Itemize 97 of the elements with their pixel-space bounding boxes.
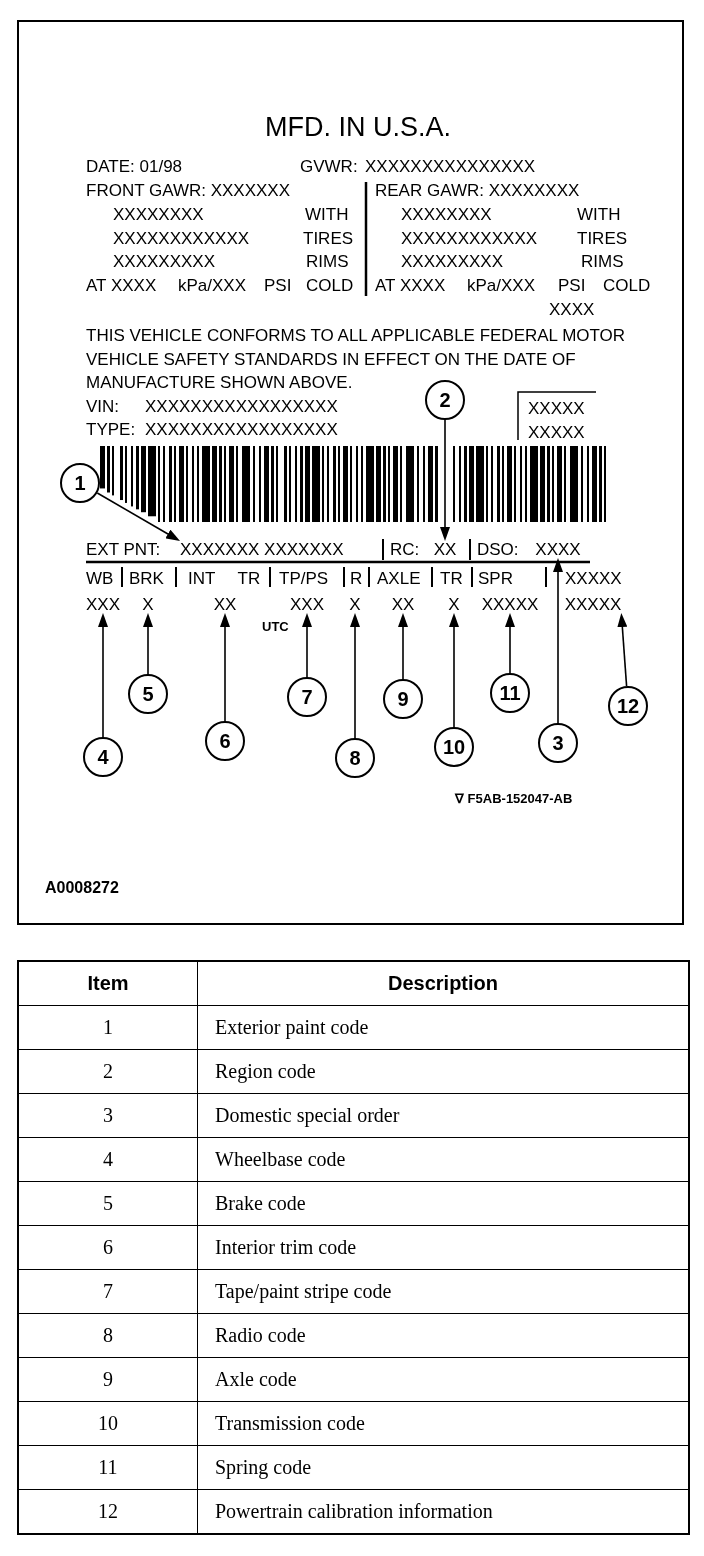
- callout-number: 1: [60, 463, 100, 503]
- callout-number: 11: [490, 673, 530, 713]
- item-number: 9: [18, 1357, 198, 1402]
- item-number: 5: [18, 1181, 198, 1226]
- callout-number: 7: [287, 677, 327, 717]
- callout-number: 8: [335, 738, 375, 778]
- placeholder-value: XXXXXXXXXXXXXXXXX: [145, 421, 338, 438]
- leader-arrow: [302, 613, 312, 678]
- field-label: REAR GAWR: XXXXXXXX: [375, 182, 580, 199]
- leader-arrow: [143, 613, 153, 675]
- code-value: XXXXXXX XXXXXXX: [180, 541, 344, 558]
- field-label: COLD: [603, 277, 651, 294]
- unit-label: PSI: [558, 277, 586, 294]
- placeholder-value: XXXXXXXXX: [401, 253, 504, 270]
- code-value: X: [448, 596, 460, 613]
- placeholder-value: XXXXX: [528, 400, 585, 417]
- callout-number: 5: [128, 674, 168, 714]
- leader-arrow: [505, 613, 515, 674]
- item-number: 10: [18, 1401, 198, 1446]
- leader-arrow: [220, 613, 230, 722]
- column-header: Item: [18, 961, 198, 1006]
- code-value: XXX: [290, 596, 324, 613]
- field-label: GVWR:: [300, 158, 358, 175]
- figure-id: A0008272: [45, 880, 119, 896]
- item-number: 11: [18, 1445, 198, 1490]
- field-label: TIRES: [303, 230, 354, 247]
- column-header: XXXXX: [565, 570, 622, 587]
- field-label: WITH: [305, 206, 349, 223]
- code-value: XX: [391, 596, 415, 613]
- label-heading: MFD. IN U.S.A.: [265, 114, 451, 141]
- code-value: XX: [213, 596, 237, 613]
- callout-number: 6: [205, 721, 245, 761]
- item-number: 7: [18, 1269, 198, 1314]
- item-number: 3: [18, 1093, 198, 1138]
- field-label: COLD: [306, 277, 354, 294]
- leader-arrow: [449, 613, 459, 728]
- column-header: BRK: [129, 570, 164, 587]
- column-header: TP/PS: [279, 570, 329, 587]
- column-header: WB: [86, 570, 114, 587]
- placeholder-value: XXXXXXXXXXXXXXX: [365, 158, 536, 175]
- column-header: TR: [440, 570, 463, 587]
- field-label: RC:: [390, 541, 420, 558]
- field-label: AT XXXX: [86, 277, 157, 294]
- placeholder-value: XXXXX: [528, 424, 585, 441]
- leader-arrow: [617, 613, 628, 687]
- leader-arrow: [96, 492, 180, 541]
- item-number: 2: [18, 1049, 198, 1094]
- item-number: 6: [18, 1225, 198, 1270]
- leader-arrow: [440, 419, 450, 541]
- field-label: TIRES: [577, 230, 628, 247]
- callout-number: 9: [383, 679, 423, 719]
- placeholder-value: XXXXXXXXXXXX: [113, 230, 250, 247]
- field-label: FRONT GAWR: XXXXXXX: [86, 182, 291, 199]
- leader-arrow: [98, 613, 108, 738]
- field-label: UTC: [262, 620, 289, 633]
- code-value: XXX: [86, 596, 120, 613]
- placeholder-value: XXXXXXXXXXXXXXXXX: [145, 398, 338, 415]
- field-label: RIMS: [306, 253, 349, 270]
- column-header: AXLE: [377, 570, 421, 587]
- leader-arrow: [553, 558, 563, 724]
- placeholder-value: XXXXXXXXXXXX: [401, 230, 538, 247]
- code-value: X: [142, 596, 154, 613]
- placeholder-value: XXXXXXXXX: [113, 253, 216, 270]
- field-label: RIMS: [581, 253, 624, 270]
- code-value: XXXX: [535, 541, 581, 558]
- placeholder-value: XXXX: [549, 301, 595, 318]
- field-label: AT XXXX: [375, 277, 446, 294]
- date-field: DATE: 01/98: [86, 158, 183, 175]
- item-number: 1: [18, 1005, 198, 1050]
- field-label: VIN:: [86, 398, 120, 415]
- unit-label: kPa/XXX: [467, 277, 536, 294]
- callout-number: 12: [608, 686, 648, 726]
- item-number: 4: [18, 1137, 198, 1182]
- code-value: X: [349, 596, 361, 613]
- unit-label: PSI: [264, 277, 292, 294]
- callout-number: 10: [434, 727, 474, 767]
- leader-arrow: [350, 613, 360, 739]
- column-header: INT TR: [188, 570, 261, 587]
- callout-number: 2: [425, 380, 465, 420]
- code-value: XXXXX: [481, 596, 539, 613]
- field-label: DSO:: [477, 541, 519, 558]
- code-value: XX: [433, 541, 457, 558]
- column-header: SPR: [478, 570, 513, 587]
- callout-number: 4: [83, 737, 123, 777]
- item-number: 8: [18, 1313, 198, 1358]
- code-value: XXXXX: [564, 596, 622, 613]
- certification-label: [17, 20, 684, 925]
- unit-label: kPa/XXX: [178, 277, 247, 294]
- part-number: ∇ F5AB-152047-AB: [455, 792, 573, 805]
- leader-arrow: [398, 613, 408, 680]
- callout-number: 3: [538, 723, 578, 763]
- placeholder-value: XXXXXXXX: [113, 206, 204, 223]
- field-label: TYPE:: [86, 421, 136, 438]
- field-label: WITH: [577, 206, 621, 223]
- field-label: EXT PNT:: [86, 541, 161, 558]
- column-header: R: [350, 570, 363, 587]
- placeholder-value: XXXXXXXX: [401, 206, 492, 223]
